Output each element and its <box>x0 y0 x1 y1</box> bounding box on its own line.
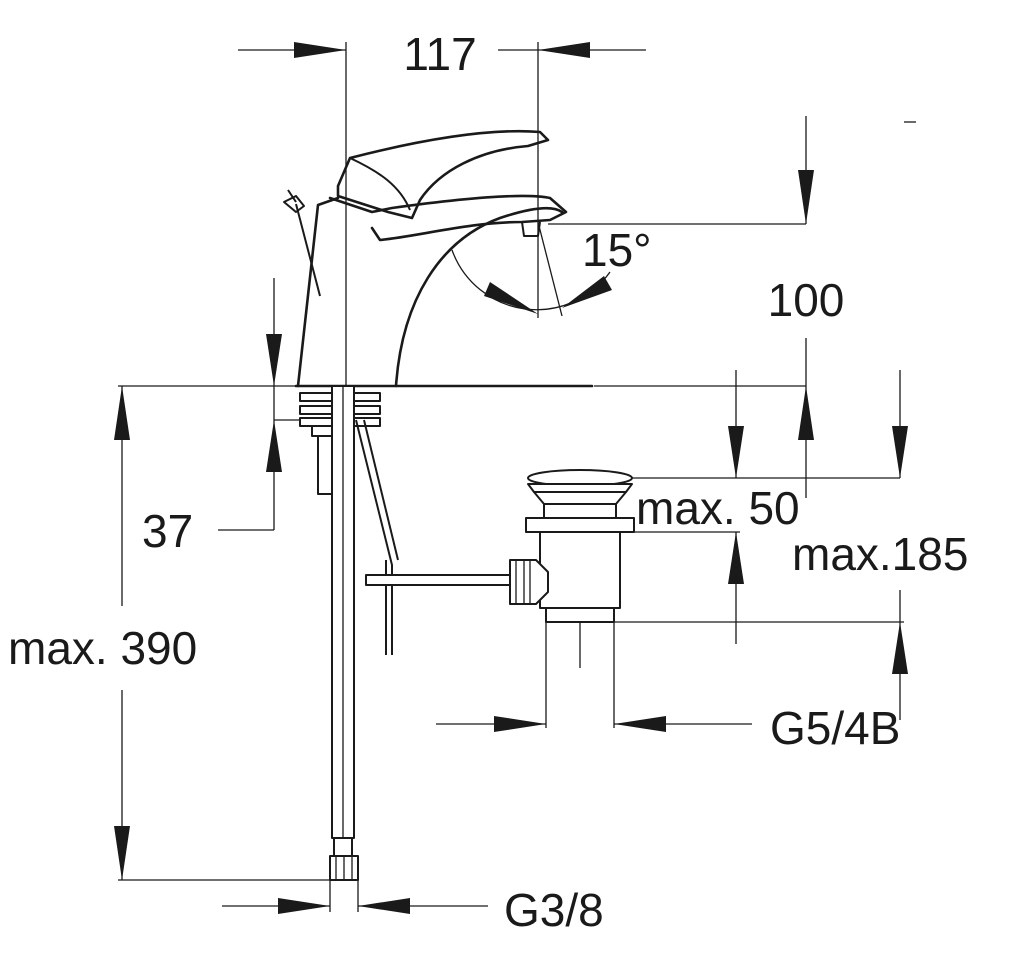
label-waste-thread: G5/4B <box>770 702 900 754</box>
faucet-body <box>283 129 594 388</box>
label-angle: 15° <box>582 224 652 276</box>
label-waste-max: max.185 <box>792 528 968 580</box>
label-hose-thread: G3/8 <box>504 884 604 936</box>
label-spout-height: 100 <box>768 274 845 326</box>
dimension-lines <box>114 42 916 914</box>
mounting-assembly <box>299 385 511 881</box>
waste-assembly <box>509 469 635 623</box>
label-hose-length: max. 390 <box>8 622 197 674</box>
label-basin-thickness: 37 <box>142 505 193 557</box>
label-spout-reach: 117 <box>403 28 476 80</box>
label-waste-min: max. 50 <box>636 482 800 534</box>
